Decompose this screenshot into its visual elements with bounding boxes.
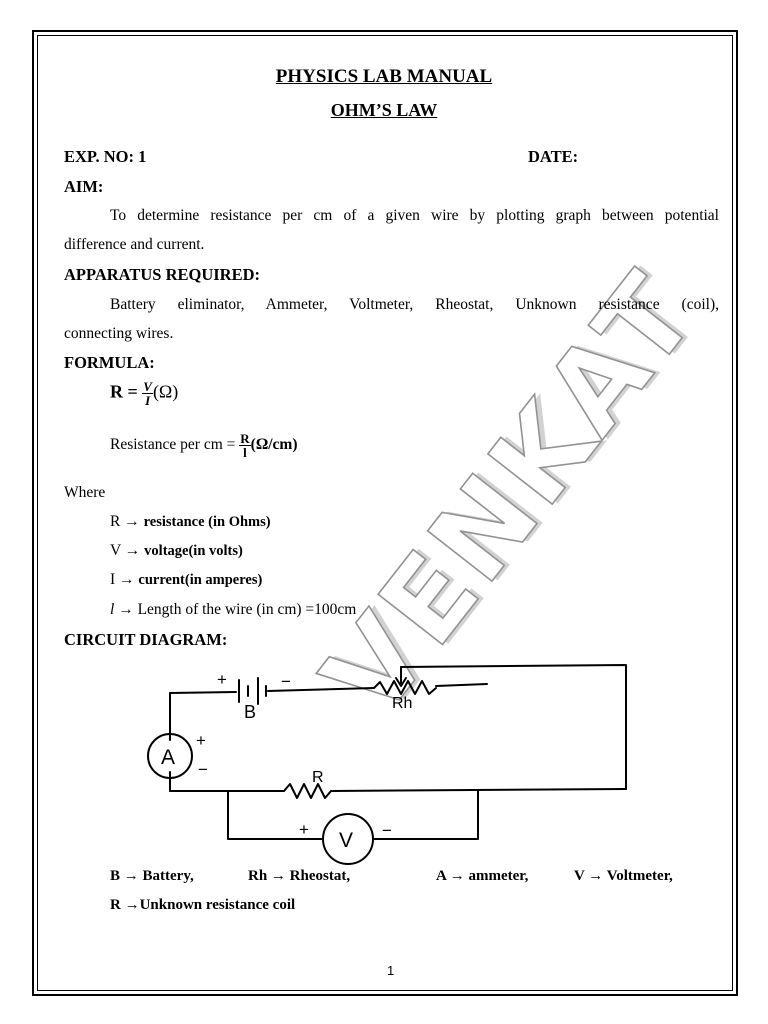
- wire: [169, 691, 237, 694]
- voltmeter-plus-sign: +: [299, 820, 309, 839]
- where-item-l: l → Length of the wire (in cm) =100cm: [110, 601, 356, 619]
- experiment-number: EXP. NO: 1: [64, 147, 147, 166]
- document-subtitle: OHM’S LAW: [330, 100, 438, 120]
- rheostat-coil: [373, 680, 437, 695]
- formula-heading: FORMULA:: [64, 353, 155, 372]
- where-item-r: R → resistance (in Ohms): [110, 513, 271, 531]
- voltmeter-circle: [322, 813, 374, 865]
- where-symbol: I →: [110, 571, 135, 588]
- where-item-v: V → voltage(in volts): [110, 542, 243, 560]
- formula-denominator: I: [145, 393, 151, 408]
- wire: [227, 790, 324, 840]
- battery-label: B: [244, 702, 256, 722]
- per-cm-numerator: R: [239, 431, 251, 446]
- resistance-per-cm-formula: Resistance per cm = R l (Ω/cm): [110, 432, 298, 459]
- per-cm-fraction: R l: [239, 431, 251, 460]
- voltmeter-label: V: [339, 829, 353, 852]
- aim-text-line-1: To determine resistance per cm of a give…: [110, 207, 719, 224]
- wire: [372, 790, 479, 840]
- where-description: resistance (in Ohms): [143, 514, 271, 530]
- where-symbol: R →: [110, 513, 140, 530]
- apparatus-heading: APPARATUS REQUIRED:: [64, 265, 261, 284]
- where-description: current(in amperes): [138, 572, 263, 588]
- legend-ammeter: A → ammeter,: [436, 868, 529, 884]
- per-cm-label: Resistance per cm =: [110, 436, 236, 454]
- legend-battery: B → Battery,: [110, 868, 194, 884]
- where-symbol: l: [110, 601, 115, 618]
- battery-plus-sign: +: [217, 670, 227, 689]
- apparatus-text-line-1: Battery eliminator, Ammeter, Voltmeter, …: [110, 296, 719, 313]
- formula-fraction: V I: [142, 380, 153, 407]
- per-cm-denominator: l: [243, 445, 247, 460]
- where-item-i: I → current(in amperes): [110, 571, 262, 589]
- wire: [400, 664, 627, 790]
- where-symbol: V →: [110, 542, 141, 559]
- resistor-coil: [283, 783, 332, 799]
- voltmeter-minus-sign: −: [382, 821, 392, 840]
- ohms-law-formula: R = V I (Ω): [110, 380, 178, 407]
- ammeter-minus-sign: −: [198, 760, 208, 779]
- wire: [330, 788, 627, 792]
- date-label: DATE:: [528, 147, 579, 166]
- resistor-label: R: [312, 769, 324, 786]
- formula-numerator: V: [142, 379, 153, 394]
- battery-minus-sign: −: [281, 672, 291, 691]
- aim-heading: AIM:: [64, 177, 104, 196]
- apparatus-text-line-2: connecting wires.: [64, 325, 174, 342]
- ammeter-circle: [147, 733, 193, 779]
- per-cm-unit: (Ω/cm): [250, 436, 298, 454]
- where-description: voltage(in volts): [144, 543, 243, 559]
- legend-rheostat: Rh → Rheostat,: [248, 868, 351, 884]
- rheostat-arrowhead: [395, 677, 407, 687]
- legend-resistor: R →Unknown resistance coil: [110, 897, 296, 913]
- where-label: Where: [64, 484, 106, 501]
- aim-text-line-2: difference and current.: [64, 236, 205, 253]
- legend-voltmeter: V → Voltmeter,: [574, 868, 673, 884]
- formula-unit: (Ω): [152, 381, 179, 402]
- ammeter-plus-sign: +: [196, 731, 206, 750]
- wire: [435, 683, 488, 687]
- wire: [267, 687, 375, 692]
- ammeter-label: A: [161, 746, 175, 769]
- page-border-outer: [32, 30, 738, 996]
- where-description: → Length of the wire (in cm) =100cm: [118, 601, 357, 618]
- rheostat-label: Rh: [392, 695, 412, 712]
- formula-lhs: R =: [110, 381, 138, 402]
- circuit-diagram-heading: CIRCUIT DIAGRAM:: [64, 630, 228, 649]
- page-number: 1: [387, 963, 395, 978]
- page-border-inner: [37, 35, 733, 991]
- document-title: PHYSICS LAB MANUAL: [275, 66, 493, 87]
